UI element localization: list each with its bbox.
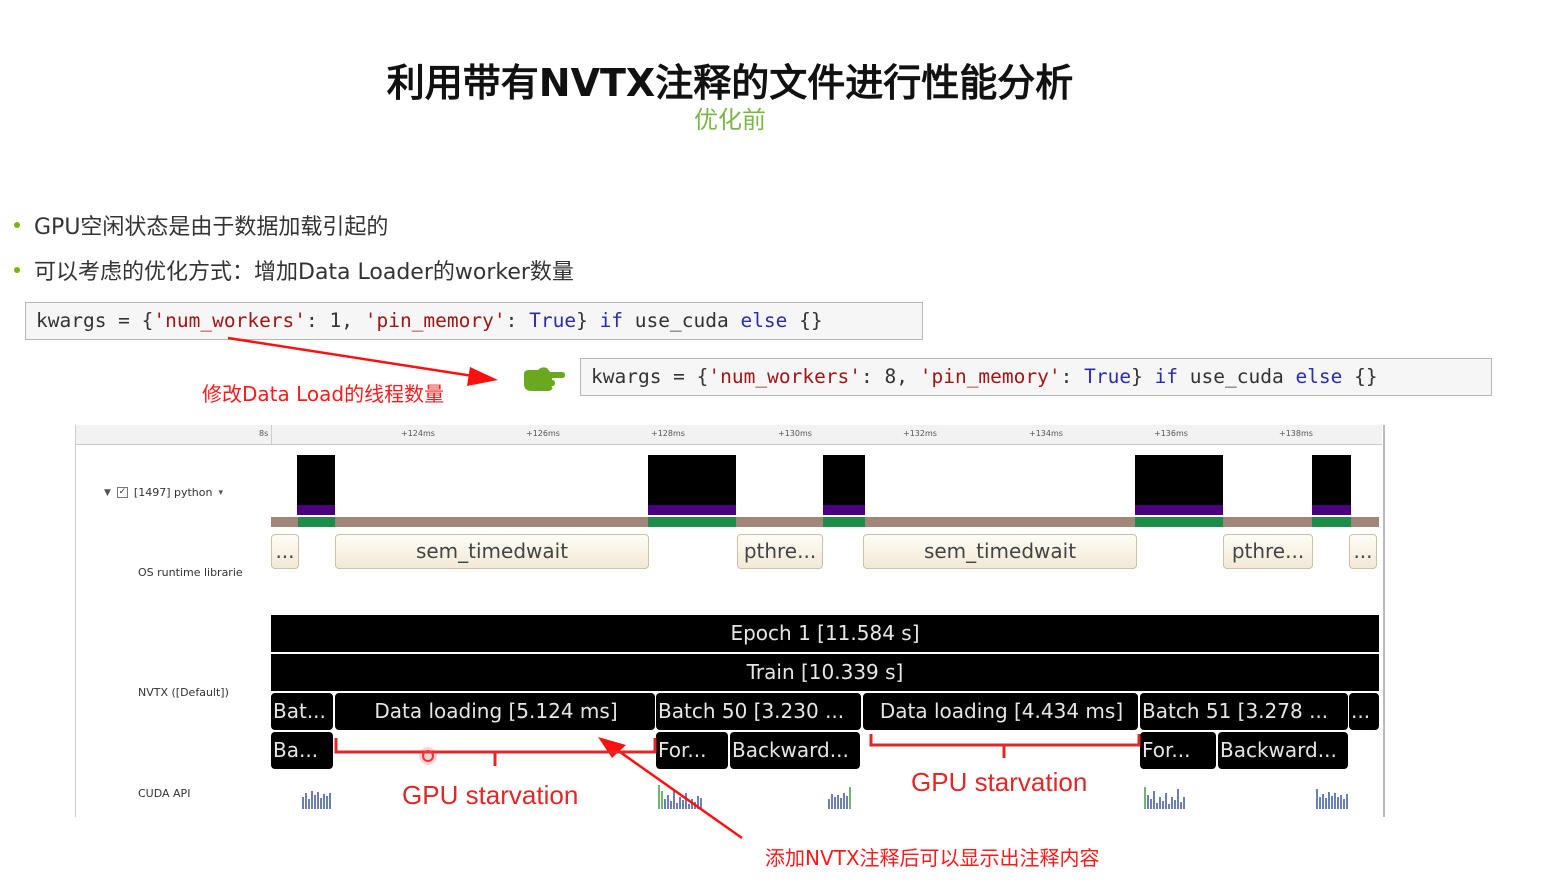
code-token: } xyxy=(1131,365,1155,388)
nvtx-range-train[interactable]: Train [10.339 s] xyxy=(271,654,1379,691)
ruler-tick: +136ms xyxy=(1154,429,1188,438)
ruler-tick: +132ms xyxy=(903,429,937,438)
nvtx-range-batch[interactable]: Batch 50 [3.230 ... xyxy=(656,693,861,730)
code-keyword: True xyxy=(529,309,577,332)
bullet-item: GPU空闲状态是由于数据加载引起的 xyxy=(14,209,388,241)
bullet-dot-icon xyxy=(14,222,20,228)
thread-state-bar xyxy=(823,505,865,515)
gpu-starvation-label: GPU starvation xyxy=(402,780,579,810)
os-call-box[interactable]: ... xyxy=(271,534,299,569)
code-token: } xyxy=(576,309,600,332)
collapse-triangle-icon[interactable]: ▼ xyxy=(104,487,111,498)
thread-state-bar xyxy=(297,505,335,515)
nvtx-range-backward[interactable]: Backward... xyxy=(730,732,860,769)
ruler-tick: +124ms xyxy=(401,429,435,438)
pointing-hand-icon xyxy=(524,367,565,391)
running-state-segment xyxy=(1312,517,1351,527)
code-token: {} xyxy=(1342,365,1378,388)
code-token: kwargs = { xyxy=(36,309,154,332)
os-call-box[interactable]: sem_timedwait xyxy=(335,534,649,569)
nvtx-range-epoch[interactable]: Epoch 1 [11.584 s] xyxy=(271,615,1379,652)
code-keyword: if xyxy=(1154,365,1179,388)
code-string: 'pin_memory' xyxy=(364,309,506,332)
cuda-api-activity xyxy=(1316,785,1348,809)
ruler-tick: +130ms xyxy=(778,429,812,438)
code-keyword: else xyxy=(740,309,788,332)
code-token: : xyxy=(505,309,530,332)
thread-state-bar xyxy=(1312,505,1351,515)
code-block-before: kwargs = {'num_workers': 1, 'pin_memory'… xyxy=(25,302,923,340)
annotation-modify-workers: 修改Data Load的线程数量 xyxy=(202,382,445,406)
bullet-item: 可以考虑的优化方式：增加Data Loader的worker数量 xyxy=(14,254,574,286)
nvtx-range-batch[interactable]: Bat... xyxy=(271,693,333,730)
cuda-api-activity xyxy=(302,785,331,809)
thread-state-bar xyxy=(1135,505,1223,515)
nvtx-range-forward[interactable]: For... xyxy=(1140,732,1216,769)
code-token: use_cuda xyxy=(1178,365,1296,388)
code-token: : 8, xyxy=(861,365,920,388)
ruler-separator xyxy=(271,425,272,445)
nvtx-range-more[interactable]: ... xyxy=(1349,693,1379,730)
nvtx-range-backward[interactable]: Backward... xyxy=(1218,732,1348,769)
cuda-api-activity xyxy=(1144,785,1185,809)
time-ruler: 8s +124ms +126ms +128ms +130ms +132ms +1… xyxy=(76,425,1382,445)
cuda-api-row-label: CUDA API xyxy=(138,787,191,800)
bullet-text: GPU空闲状态是由于数据加载引起的 xyxy=(34,215,389,240)
annotation-nvtx-note: 添加NVTX注释后可以显示出注释内容 xyxy=(765,846,1100,870)
code-keyword: else xyxy=(1295,365,1343,388)
cuda-api-activity xyxy=(828,785,851,809)
code-string: 'pin_memory' xyxy=(919,365,1061,388)
slide-subtitle: 优化前 xyxy=(694,106,766,134)
ruler-origin: 8s xyxy=(259,429,269,438)
nvtx-range-data-loading[interactable]: Data loading [4.434 ms] xyxy=(863,693,1138,730)
gpu-starvation-label: GPU starvation xyxy=(911,767,1088,797)
nvtx-range-data-loading[interactable]: Data loading [5.124 ms] xyxy=(335,693,655,730)
os-runtime-row-label: OS runtime librarie xyxy=(138,566,243,579)
nvtx-range-forward[interactable]: For... xyxy=(656,732,728,769)
os-call-box[interactable]: sem_timedwait xyxy=(863,534,1137,569)
dropdown-arrow-icon[interactable]: ▾ xyxy=(218,487,224,498)
cuda-api-activity xyxy=(658,785,702,809)
thread-row-label[interactable]: ▼ ✓ [1497] python ▾ xyxy=(104,486,223,499)
code-string: 'num_workers' xyxy=(153,309,307,332)
code-block-after: kwargs = {'num_workers': 8, 'pin_memory'… xyxy=(580,358,1492,396)
nvtx-range-batch[interactable]: Ba... xyxy=(271,732,333,769)
thread-name: [1497] python xyxy=(133,486,213,499)
os-call-box[interactable]: pthre... xyxy=(1223,534,1313,569)
code-token: kwargs = { xyxy=(591,365,709,388)
bullet-text: 可以考虑的优化方式：增加Data Loader的worker数量 xyxy=(34,260,574,285)
code-keyword: if xyxy=(599,309,624,332)
nvtx-range-batch[interactable]: Batch 51 [3.278 ... xyxy=(1140,693,1348,730)
ruler-tick: +138ms xyxy=(1279,429,1313,438)
slide-title: 利用带有NVTX注释的文件进行性能分析 xyxy=(386,61,1074,105)
running-state-segment xyxy=(298,517,335,527)
ruler-tick: +126ms xyxy=(526,429,560,438)
code-token: use_cuda xyxy=(623,309,741,332)
code-token: {} xyxy=(787,309,823,332)
nsight-timeline-panel: 8s +124ms +126ms +128ms +130ms +132ms +1… xyxy=(75,425,1385,817)
code-token: : xyxy=(1060,365,1085,388)
running-state-segment xyxy=(648,517,736,527)
code-string: 'num_workers' xyxy=(708,365,862,388)
ruler-tick: +134ms xyxy=(1029,429,1063,438)
code-keyword: True xyxy=(1084,365,1132,388)
os-call-box[interactable]: pthre... xyxy=(737,534,823,569)
code-token: : 1, xyxy=(306,309,365,332)
os-call-box[interactable]: ... xyxy=(1349,534,1377,569)
thread-state-bar xyxy=(648,505,736,515)
running-state-segment xyxy=(1135,517,1223,527)
bullet-dot-icon xyxy=(14,267,20,273)
ruler-tick: +128ms xyxy=(651,429,685,438)
running-state-segment xyxy=(823,517,865,527)
thread-checkbox[interactable]: ✓ xyxy=(116,487,128,498)
nvtx-row-label: NVTX ([Default]) xyxy=(138,686,229,699)
